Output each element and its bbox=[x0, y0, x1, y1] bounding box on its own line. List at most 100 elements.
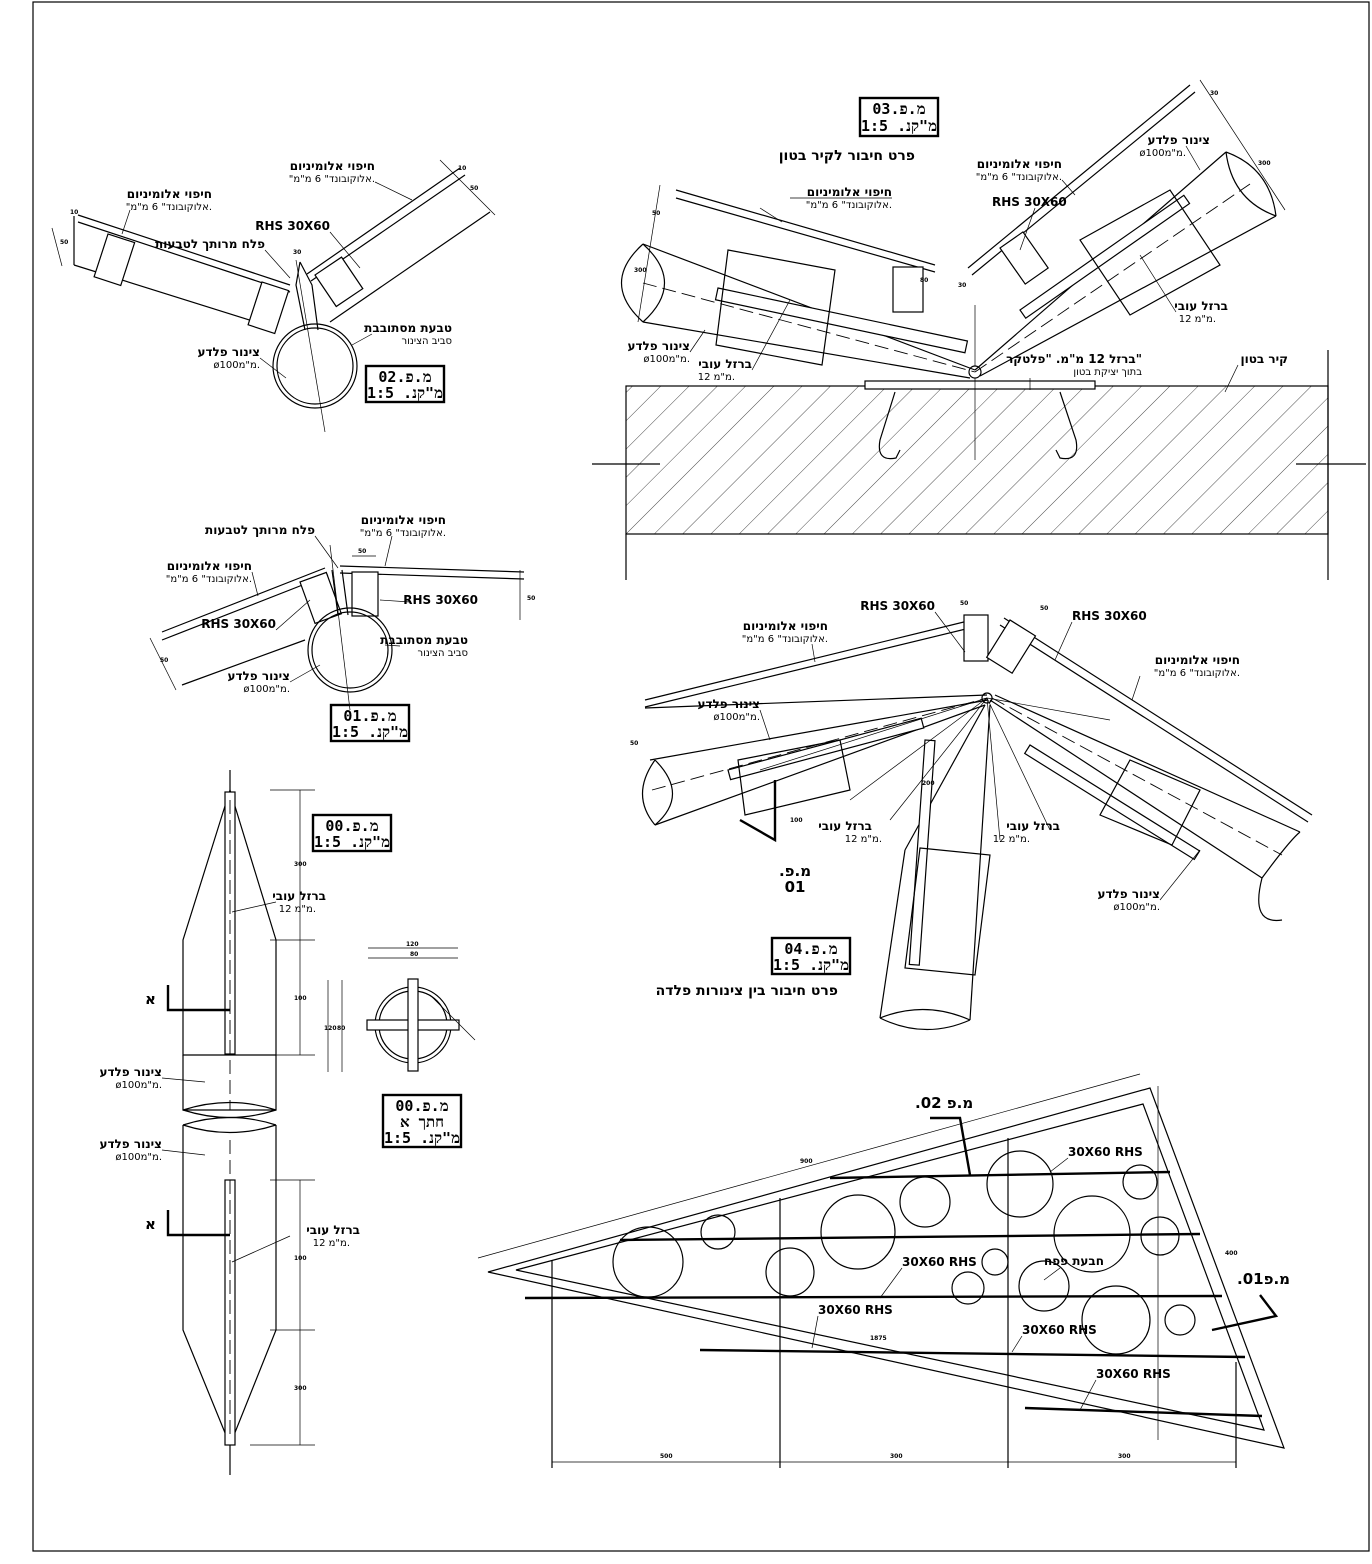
ref-902: .מ.פ 02 bbox=[915, 1094, 973, 1112]
label-02-alucobond: "אלוקובונד" 6 מ"מ. bbox=[126, 202, 212, 213]
label-02-rhs: RHS 30X60 bbox=[255, 219, 330, 233]
detail-02-title-box bbox=[364, 364, 446, 404]
label-alum-cover: חיפוי אלומיניום bbox=[807, 185, 892, 199]
dim-04-50c: 50 bbox=[630, 740, 638, 747]
label-panel-ring-plate: חבעת פפח bbox=[1044, 1254, 1104, 1268]
label-01-around: סביב הצינור bbox=[417, 648, 468, 659]
dim-panel-1875: 1875 bbox=[870, 1335, 887, 1342]
concrete-wall bbox=[625, 385, 1329, 535]
label-rebar-12-2: 12 מ"מ. bbox=[698, 372, 735, 383]
dim-04-200: 200 bbox=[922, 780, 935, 787]
detail-02-id: 02.מ.פ bbox=[378, 368, 431, 386]
label-00-pipe-2: צינור פלדע bbox=[99, 1137, 162, 1151]
detail-01-id: 01.מ.פ bbox=[343, 707, 396, 725]
detail-03-caption: פרט חיבור לקיר בטון bbox=[779, 148, 915, 164]
label-04-alucobond-2: "אלוקובונד" 6 מ"מ. bbox=[1154, 668, 1240, 679]
label-00-dia-2: ø100מ"מ. bbox=[115, 1152, 162, 1163]
label-01-dia: ø100מ"מ. bbox=[243, 684, 290, 695]
label-01-alum-2: חיפוי אלומיניום bbox=[167, 559, 252, 573]
label-04-pipe-2: צינור פלדע bbox=[1097, 887, 1160, 901]
detail-02-scale: 1:5 .מ"קנ bbox=[367, 384, 443, 402]
dim-50: 50 bbox=[652, 210, 660, 217]
dim-02-50: 50 bbox=[60, 239, 68, 246]
dim-panel-500: 500 bbox=[660, 1453, 673, 1460]
dim-panel-300b: 300 bbox=[1118, 1453, 1131, 1460]
detail-03-id: 03.מ.פ bbox=[872, 100, 925, 118]
label-02-around: סביב הצינור bbox=[401, 336, 452, 347]
dim-04-100: 100 bbox=[790, 817, 803, 824]
detail-03-title-box bbox=[858, 96, 940, 138]
dim-00-100: 100 bbox=[294, 995, 307, 1002]
label-panel-rhs-5: 30X60 RHS bbox=[1096, 1367, 1171, 1381]
detail-04-title-box bbox=[770, 936, 852, 976]
section-a-top: א bbox=[145, 990, 156, 1008]
detail-01-title-box bbox=[329, 703, 411, 743]
detail-01-scale: 1:5 .מ"קנ bbox=[332, 723, 408, 741]
dim-02-30: 30 bbox=[293, 249, 301, 256]
dim-a-120: 120 bbox=[406, 941, 419, 948]
dim-04-50: 50 bbox=[960, 600, 968, 607]
label-alucobond: "אלוקובונד" 6 מ"מ. bbox=[806, 200, 892, 211]
label-04-rebar: ברזל עובי bbox=[818, 819, 872, 833]
label-04-alum-2: חיפוי אלומיניום bbox=[1155, 653, 1240, 667]
dim-30: 30 bbox=[1210, 90, 1218, 97]
detail-04-id: 04.מ.פ bbox=[784, 940, 837, 958]
label-02-alucobond-2: "אלוקובונד" 6 מ"מ. bbox=[289, 174, 375, 185]
dim-panel-900: 900 bbox=[800, 1158, 813, 1165]
label-01-alucobond-2: "אלוקובונד" 6 מ"מ. bbox=[166, 574, 252, 585]
label-00-dia: ø100מ"מ. bbox=[115, 1080, 162, 1091]
label-02-ring: טבעת מסתובבת bbox=[364, 321, 452, 335]
detail-03: 300 50 300 30 30 80 03.מ.פ 1:5 .מ"קנ פרט… bbox=[592, 79, 1366, 580]
dim-panel-400: 400 bbox=[1225, 1250, 1238, 1257]
label-steel-pipe: צינור פלדע bbox=[1147, 133, 1210, 147]
detail-04-caption: פרט חיבור בין צינורות פלדה bbox=[656, 983, 838, 999]
detail-04-scale: 1:5 .מ"קנ bbox=[773, 956, 849, 974]
label-panel-rhs-1: 30X60 RHS bbox=[1068, 1145, 1143, 1159]
dim-04-50b: 50 bbox=[1040, 605, 1048, 612]
label-04-alum: חיפוי אלומיניום bbox=[743, 619, 828, 633]
dim-a-80: 80 bbox=[410, 951, 418, 958]
detail-00-title-box bbox=[311, 813, 393, 853]
label-concrete-wall: קיר בטון bbox=[1241, 352, 1288, 366]
dim-300: 300 bbox=[634, 267, 647, 274]
dim-300-b: 300 bbox=[1258, 160, 1271, 167]
label-rebar-flatkar: ברזל 12 מ"מ. "פלטקר" bbox=[1006, 352, 1142, 366]
sheet-border bbox=[32, 1, 1370, 1552]
label-04-rhs: RHS 30X60 bbox=[860, 599, 935, 613]
dim-30-c: 30 bbox=[958, 282, 966, 289]
detail-04: .מ.פ 01 50 50 50 200 100 04.מ.פ 1:5 .מ"ק… bbox=[630, 599, 1313, 1031]
detail-00a-scale: 1:5 .מ"קנ bbox=[384, 1129, 460, 1147]
label-02-pipe: צינור פלדע bbox=[197, 345, 260, 359]
dim-80: 80 bbox=[920, 277, 928, 284]
label-01-pipe: צינור פלדע bbox=[227, 669, 290, 683]
label-01-rhs-2: RHS 30X60 bbox=[201, 617, 276, 631]
dim-01-60: 50 bbox=[527, 595, 535, 602]
dim-00-300b: 300 bbox=[294, 1385, 307, 1392]
detail-00-scale: 1:5 .מ"קנ bbox=[314, 833, 390, 851]
dim-a-80b: 80 bbox=[337, 1025, 345, 1032]
detail-03-scale: 1:5 .מ"קנ bbox=[861, 117, 937, 135]
label-04-dia-2: ø100מ"מ. bbox=[1113, 902, 1160, 913]
label-01-ring: טבעת מסתובבת bbox=[380, 633, 468, 647]
label-02-alum: חיפוי אלומיניום bbox=[127, 187, 212, 201]
label-inside-cast: בתוך יציקת בטון bbox=[1073, 367, 1142, 378]
dim-02-50b: 50 bbox=[470, 185, 478, 192]
label-04-alucobond: "אלוקובונד" 6 מ"מ. bbox=[742, 634, 828, 645]
dim-02-10b: 10 bbox=[458, 165, 466, 172]
label-04-pipe: צינור פלדע bbox=[697, 697, 760, 711]
label-rebar-12: 12 מ"מ. bbox=[1179, 314, 1216, 325]
label-04-dia: ø100מ"מ. bbox=[713, 712, 760, 723]
label-01-alucobond: "אלוקובונד" 6 מ"מ. bbox=[360, 528, 446, 539]
label-panel-rhs-4: 30X60 RHS bbox=[1022, 1323, 1097, 1337]
label-02-alum-2: חיפוי אלומיניום bbox=[290, 159, 375, 173]
dim-01-50: 50 bbox=[358, 548, 366, 555]
ref-01-line2: 01 bbox=[785, 878, 806, 896]
detail-00a-id: 00.מ.פ bbox=[395, 1097, 448, 1115]
label-04-rhs-2: RHS 30X60 bbox=[1072, 609, 1147, 623]
label-pipe-dia: ø100מ"מ. bbox=[1139, 148, 1186, 159]
label-steel-pipe-2: צינור פלדע bbox=[627, 339, 690, 353]
label-rebar-thick: ברזל עובי bbox=[1174, 299, 1228, 313]
dim-00-300: 300 bbox=[294, 861, 307, 868]
label-02-dia: ø100מ"מ. bbox=[213, 360, 260, 371]
label-04-rebar-2: ברזל עובי bbox=[1006, 819, 1060, 833]
